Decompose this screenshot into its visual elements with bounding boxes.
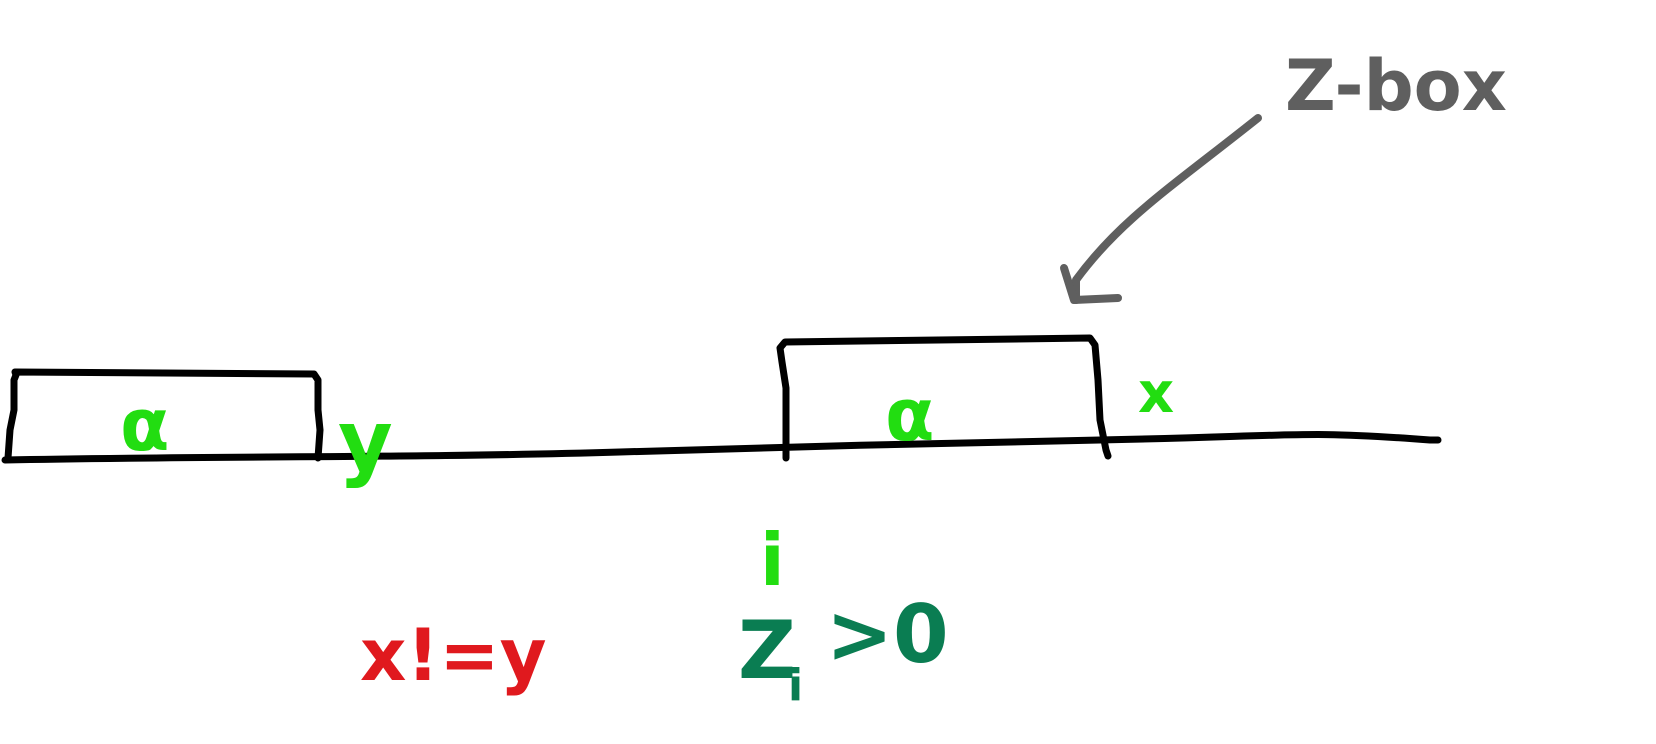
condition-zi-base: Z <box>738 604 796 697</box>
condition-x-neq-y: x!=y <box>360 613 547 697</box>
right-box <box>776 334 1112 462</box>
box-right-alpha: α <box>885 373 934 457</box>
box-left-alpha: α <box>120 383 169 467</box>
baseline-line <box>1 431 1442 464</box>
condition-zi-sub: i <box>788 660 803 711</box>
label-i: i <box>760 518 785 602</box>
label-y: y <box>338 392 393 490</box>
label-x: x <box>1138 361 1174 426</box>
zbox-arrow-head <box>1060 264 1122 304</box>
condition-zi-rest: >0 <box>826 588 949 681</box>
zbox-arrow-shaft <box>1072 114 1262 304</box>
label-zbox: Z-box <box>1285 45 1507 127</box>
left-box <box>4 368 324 462</box>
